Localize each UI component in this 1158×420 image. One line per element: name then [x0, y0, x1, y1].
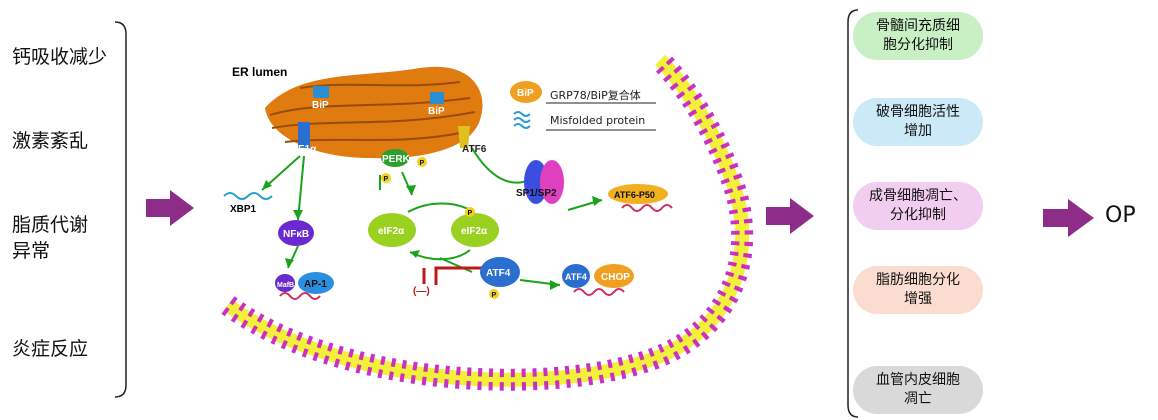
- eif2a-protein-1: [368, 213, 416, 247]
- xbp1-mrna: [223, 192, 273, 200]
- op-label: OP: [1105, 203, 1136, 228]
- inhibition-label: (—): [413, 286, 430, 297]
- outcome-osteoclast: 破骨细胞活性 增加: [853, 98, 983, 146]
- outcome-bmsc: 骨髓间充质细 胞分化抑制: [853, 12, 983, 60]
- arrow-icon: [146, 190, 1094, 237]
- factor-hormone: 激素紊乱: [12, 130, 89, 152]
- dna-icon: [573, 288, 625, 296]
- factor-lipid: 脂质代谢 异常: [12, 214, 89, 262]
- atf6p50-protein: [608, 184, 668, 204]
- atf6p50-label: ATF6-P50: [614, 190, 655, 200]
- arrowheads: [262, 180, 602, 290]
- outcome-adipocyte: 脂肪细胞分化 增强: [853, 266, 983, 314]
- sp-label: SP1/SP2: [516, 188, 557, 199]
- atf4-protein-2: [562, 264, 590, 288]
- legend-complex-label: GRP78/BiP复合体: [550, 88, 641, 102]
- ire1-label: IRE1α: [288, 144, 317, 155]
- atf6-label: ATF6: [462, 144, 487, 155]
- cell-membrane: [221, 52, 754, 391]
- misfolded-legend-icon: [513, 111, 531, 129]
- atf4-label-2: ATF4: [565, 272, 587, 282]
- eif2a-protein-2: [451, 213, 499, 247]
- atf6-receptor: [458, 126, 470, 148]
- mafb-protein: [275, 274, 295, 292]
- p-label: P: [468, 210, 473, 217]
- right-bracket: [847, 9, 859, 418]
- legend-misfolded-label: Misfolded protein: [550, 114, 645, 127]
- p-label: P: [420, 160, 425, 167]
- mafb-label: MafB: [277, 282, 294, 289]
- eif2a-label-1: eIF2α: [378, 226, 405, 237]
- ire1-receptor: [298, 122, 310, 148]
- chop-label: CHOP: [601, 272, 630, 283]
- bip-protein: [313, 86, 329, 98]
- sp-protein-2: [540, 160, 564, 204]
- bip-label: BiP: [312, 100, 329, 111]
- bip-label-2: BiP: [428, 106, 445, 117]
- xbp1-label: XBP1: [230, 204, 257, 215]
- nfkb-label: NFκB: [283, 229, 309, 240]
- er-lumen-label: ER lumen: [232, 65, 287, 79]
- chop-protein: [594, 264, 634, 288]
- dna-icon: [279, 292, 321, 300]
- perk-receptor: [381, 149, 409, 167]
- perk-label: PERK: [382, 154, 411, 165]
- bip-protein-2: [430, 92, 444, 104]
- atf4-protein: [480, 257, 520, 287]
- factor-inflammation: 炎症反应: [12, 338, 89, 360]
- legend-bip-label: BiP: [517, 88, 534, 99]
- p-label: P: [384, 176, 389, 183]
- inhibition-line: [434, 266, 500, 285]
- nfkb-protein: [278, 220, 314, 246]
- ap1-label: AP-1: [304, 279, 327, 290]
- left-bracket: [114, 21, 127, 398]
- factor-calcium: 钙吸收减少: [12, 46, 108, 68]
- outcome-endothelial: 血管内皮细胞 凋亡: [853, 366, 983, 414]
- bip-legend-icon: [510, 81, 542, 103]
- eif2a-label-2: eIF2α: [461, 226, 488, 237]
- ap1-protein: [298, 272, 334, 294]
- atf4-label: ATF4: [486, 268, 511, 279]
- dna-icon: [621, 204, 673, 212]
- outcome-osteoblast: 成骨细胞凋亡、 分化抑制: [853, 182, 983, 230]
- p-label: P: [492, 292, 497, 299]
